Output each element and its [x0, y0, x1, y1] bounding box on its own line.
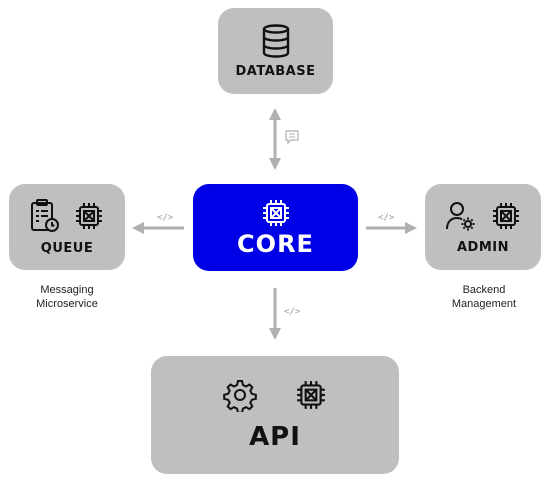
api-label: API	[249, 422, 301, 452]
user-gear-icon	[445, 200, 477, 232]
admin-connector-tag: </>	[378, 213, 395, 223]
queue-caption-line1: Messaging	[40, 284, 94, 296]
admin-caption-line1: Backend	[462, 284, 506, 296]
database-label: DATABASE	[235, 63, 316, 79]
admin-node: ADMIN	[425, 184, 541, 270]
chip-icon	[295, 379, 327, 411]
database-node: DATABASE	[218, 8, 333, 94]
api-node: API	[151, 356, 399, 474]
gear-icon	[223, 378, 257, 414]
message-icon	[285, 130, 299, 145]
core-label: CORE	[237, 229, 314, 258]
core-node: CORE	[193, 184, 358, 271]
admin-caption: Backend Management	[434, 283, 534, 311]
queue-caption-line2: Microservice	[36, 298, 98, 310]
database-icon	[261, 23, 291, 58]
chip-icon	[74, 201, 104, 231]
chip-icon	[261, 198, 291, 228]
admin-caption-line2: Management	[451, 298, 517, 310]
api-connector-tag: </>	[284, 307, 301, 317]
queue-caption: Messaging Microservice	[22, 283, 112, 311]
queue-connector-tag: </>	[157, 213, 174, 223]
chip-icon	[491, 201, 521, 231]
clipboard-clock-icon	[30, 198, 60, 233]
queue-node: QUEUE	[9, 184, 125, 270]
admin-label: ADMIN	[456, 239, 509, 255]
queue-label: QUEUE	[40, 240, 94, 256]
